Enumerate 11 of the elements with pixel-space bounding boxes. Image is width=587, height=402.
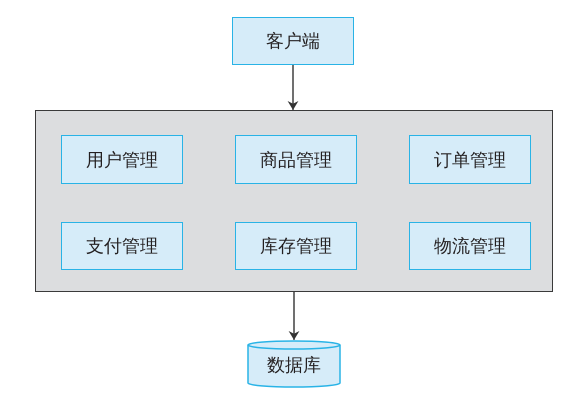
module-box: 物流管理 [409, 222, 531, 270]
arrow [288, 65, 298, 110]
module-box: 支付管理 [61, 222, 183, 270]
module-box: 库存管理 [235, 222, 357, 270]
module-box: 订单管理 [409, 135, 531, 184]
module-box: 商品管理 [235, 135, 357, 184]
arrow [288, 292, 300, 340]
database-label: 数据库 [266, 354, 322, 377]
container-panel [35, 110, 553, 292]
process-box: 客户端 [232, 17, 354, 65]
module-box: 用户管理 [61, 135, 183, 184]
